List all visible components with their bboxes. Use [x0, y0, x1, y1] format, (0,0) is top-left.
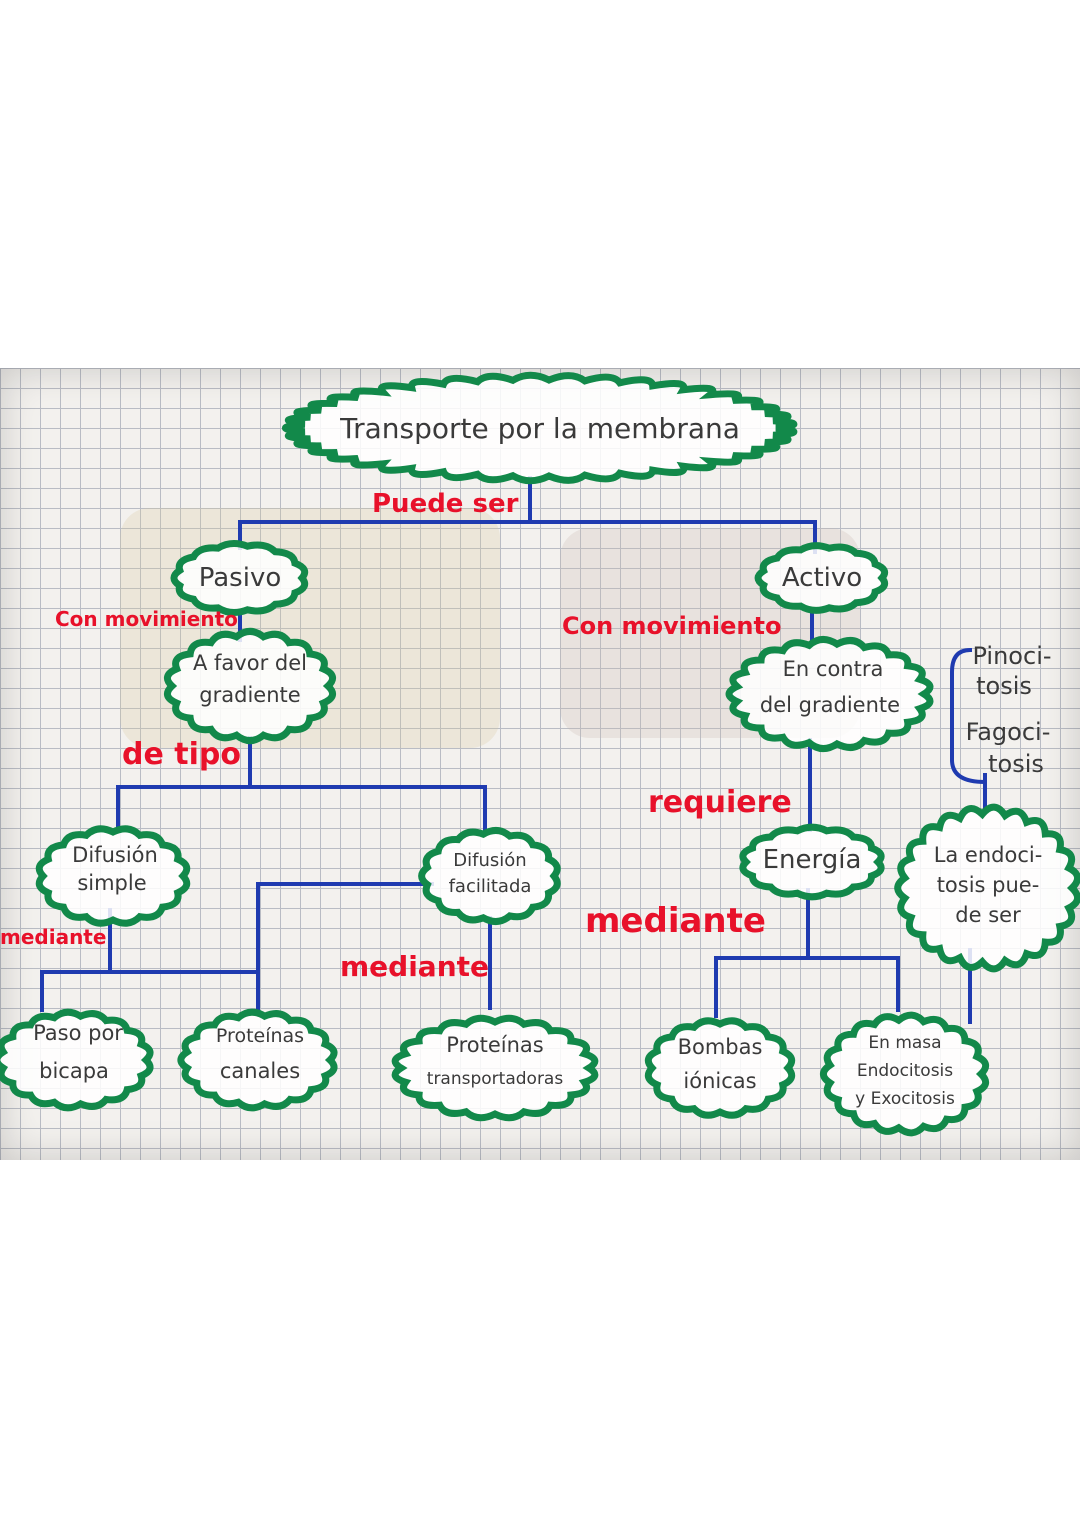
label-con-movimiento-left: Con movimiento [55, 607, 238, 631]
node-difusion-facilitada-text-1: Difusión [453, 850, 526, 871]
node-fagocitosis-text-2: tosis [988, 750, 1044, 778]
node-en-masa-text-3: y Exocitosis [855, 1089, 955, 1109]
cloud-difusion-facilitada [418, 827, 561, 925]
label-mediante-left: mediante [0, 925, 106, 949]
connector-lines [40, 476, 988, 1024]
node-proteinas-canales-text-1: Proteínas [216, 1025, 304, 1047]
node-endocitosis-text-1: La endoci- [934, 843, 1043, 867]
cloud-bombas-ionicas [644, 1017, 796, 1119]
node-texts: Transporte por la membrana Pasivo Activo… [33, 412, 1051, 1109]
node-endocitosis-text-3: de ser [955, 903, 1021, 927]
node-proteinas-canales-text-2: canales [220, 1059, 300, 1083]
cloud-pasivo [170, 540, 309, 616]
node-a-favor-text-1: A favor del [193, 651, 307, 675]
cloud-root [281, 371, 798, 485]
cloud-proteinas-transportadoras [391, 1014, 599, 1122]
node-bombas-ionicas-text-2: iónicas [683, 1069, 756, 1093]
cloud-en-masa [819, 1011, 990, 1137]
node-fagocitosis-text-1: Fagoci- [966, 718, 1051, 746]
label-puede-ser: Puede ser [372, 489, 519, 519]
node-en-masa-text-2: Endocitosis [857, 1061, 953, 1081]
cloud-endocitosis [894, 803, 1080, 973]
node-difusion-simple-text-2: simple [77, 871, 146, 895]
node-paso-bicapa-text-2: bicapa [39, 1059, 109, 1083]
label-de-tipo: de tipo [122, 737, 241, 772]
node-proteinas-transportadoras-text-1: Proteínas [446, 1033, 543, 1057]
node-energia-text: Energía [763, 845, 862, 875]
node-en-contra-text-2: del gradiente [760, 693, 900, 717]
cloud-a-favor [163, 627, 337, 745]
cloud-difusion-simple [35, 825, 191, 927]
cloud-proteinas-canales [177, 1008, 338, 1112]
label-con-movimiento-right: Con movimiento [562, 612, 781, 640]
node-pinocitosis-text-2: tosis [976, 672, 1032, 700]
node-difusion-facilitada-text-2: facilitada [449, 876, 532, 897]
node-en-contra-text-1: En contra [783, 657, 884, 681]
link-labels: Puede ser Con movimiento Con movimiento … [0, 489, 792, 983]
brace [950, 647, 988, 785]
node-paso-bicapa-text-1: Paso por [33, 1021, 123, 1045]
label-mediante-right: mediante [585, 901, 766, 941]
node-a-favor-text-2: gradiente [199, 683, 300, 707]
node-endocitosis-text-2: tosis pue- [937, 873, 1040, 897]
node-root-text: Transporte por la membrana [339, 412, 740, 445]
label-mediante-center: mediante [340, 950, 489, 983]
node-pinocitosis-text-1: Pinoci- [972, 642, 1051, 670]
cloud-energia [739, 823, 885, 901]
cloud-en-contra [725, 635, 934, 753]
node-difusion-simple-text-1: Difusión [72, 843, 158, 867]
node-proteinas-transportadoras-text-2: transportadoras [427, 1069, 564, 1089]
cloud-shapes [0, 371, 1080, 1137]
node-en-masa-text-1: En masa [868, 1033, 941, 1053]
node-bombas-ionicas-text-1: Bombas [678, 1035, 763, 1059]
cloud-paso-bicapa [0, 1008, 154, 1112]
cloud-activo [754, 542, 889, 614]
label-requiere: requiere [648, 785, 792, 820]
node-pasivo-text: Pasivo [199, 563, 282, 593]
node-activo-text: Activo [782, 563, 862, 593]
